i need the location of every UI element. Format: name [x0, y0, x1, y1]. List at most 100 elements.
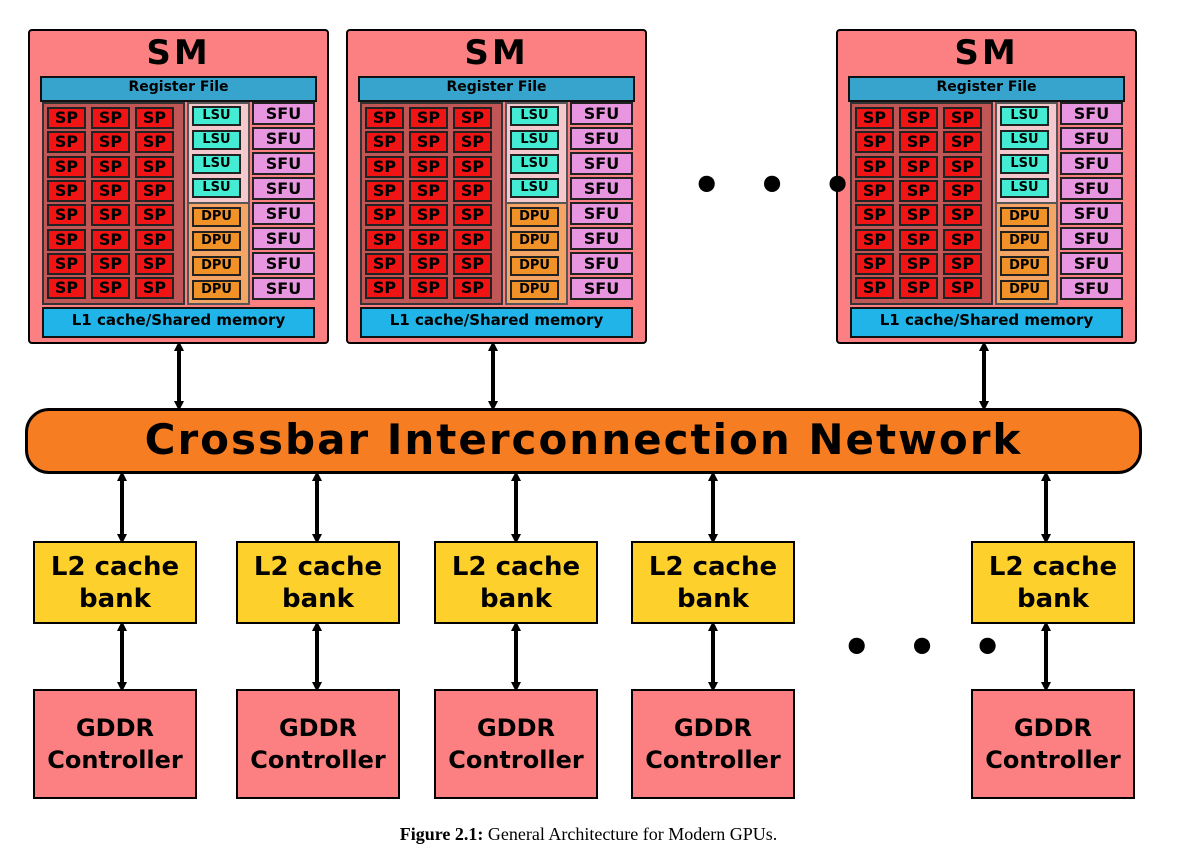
- sp-core: SP: [943, 204, 982, 227]
- sp-core: SP: [365, 179, 404, 202]
- dpu-unit: DPU: [1000, 255, 1049, 276]
- sp-core: SP: [91, 277, 130, 300]
- sp-core: SP: [943, 277, 982, 300]
- dpu-unit: DPU: [1000, 279, 1049, 300]
- sp-core: SP: [943, 252, 982, 275]
- sm-title: SM: [146, 33, 211, 73]
- sfu-unit: SFU: [1060, 102, 1123, 125]
- sfu-unit: SFU: [252, 227, 315, 250]
- memory-ellipsis: • • •: [842, 620, 1013, 674]
- sp-core: SP: [453, 155, 492, 178]
- sp-core: SP: [899, 179, 938, 202]
- sfu-unit: SFU: [252, 127, 315, 150]
- lsu-unit: LSU: [510, 130, 559, 150]
- dpu-unit: DPU: [192, 231, 241, 252]
- sp-core: SP: [899, 155, 938, 178]
- sp-core: SP: [365, 228, 404, 251]
- register-file: Register File: [358, 76, 635, 102]
- lsu-group: LSU LSU LSU LSU: [505, 102, 568, 205]
- sp-core: SP: [453, 277, 492, 300]
- sp-core: SP: [135, 228, 174, 251]
- lsu-unit: LSU: [510, 154, 559, 174]
- sp-core: SP: [409, 252, 448, 275]
- lsu-unit: LSU: [192, 130, 241, 150]
- sp-core: SP: [899, 131, 938, 154]
- sp-core: SP: [365, 131, 404, 154]
- sp-core: SP: [409, 179, 448, 202]
- sm-title: SM: [464, 33, 529, 73]
- sp-core: SP: [855, 204, 894, 227]
- lsu-unit: LSU: [510, 106, 559, 126]
- l1-cache-shared-memory: L1 cache/Shared memory: [360, 307, 633, 338]
- sp-core: SP: [135, 277, 174, 300]
- sp-core: SP: [365, 252, 404, 275]
- crossbar-network: Crossbar Interconnection Network: [25, 408, 1142, 474]
- sp-core: SP: [365, 155, 404, 178]
- sfu-unit: SFU: [570, 102, 633, 125]
- dpu-unit: DPU: [510, 255, 559, 276]
- sp-core: SP: [855, 228, 894, 251]
- sp-core: SP: [899, 204, 938, 227]
- dpu-unit: DPU: [510, 231, 559, 252]
- sp-core: SP: [943, 179, 982, 202]
- sp-core: SP: [409, 131, 448, 154]
- sfu-unit: SFU: [1060, 202, 1123, 225]
- sp-core: SP: [47, 107, 86, 129]
- dpu-unit: DPU: [1000, 207, 1049, 227]
- figure-label: Figure 2.1:: [399, 824, 484, 844]
- sp-core: SP: [135, 131, 174, 154]
- sfu-unit: SFU: [570, 177, 633, 200]
- sp-core: SP: [135, 252, 174, 275]
- sp-core: SP: [855, 155, 894, 178]
- sfu-unit: SFU: [570, 252, 633, 275]
- sp-core: SP: [855, 277, 894, 300]
- sp-core: SP: [365, 277, 404, 300]
- sp-core: SP: [453, 131, 492, 154]
- dpu-unit: DPU: [192, 279, 241, 300]
- sp-core: SP: [943, 131, 982, 154]
- sp-core: SP: [409, 228, 448, 251]
- l1-cache-shared-memory: L1 cache/Shared memory: [850, 307, 1123, 338]
- sfu-unit: SFU: [1060, 177, 1123, 200]
- dpu-unit: DPU: [510, 207, 559, 227]
- sp-core: SP: [899, 228, 938, 251]
- lsu-unit: LSU: [192, 154, 241, 174]
- sfu-unit: SFU: [1060, 127, 1123, 150]
- sfu-unit: SFU: [570, 202, 633, 225]
- sp-core: SP: [453, 107, 492, 129]
- sp-core: SP: [899, 107, 938, 129]
- sfu-unit: SFU: [252, 177, 315, 200]
- register-file: Register File: [848, 76, 1125, 102]
- lsu-unit: LSU: [510, 178, 559, 198]
- sp-core: SP: [409, 277, 448, 300]
- sfu-unit: SFU: [252, 252, 315, 275]
- sfu-unit: SFU: [570, 127, 633, 150]
- sp-core: SP: [135, 179, 174, 202]
- sp-core: SP: [365, 107, 404, 129]
- sp-core: SP: [91, 252, 130, 275]
- sm-title: SM: [954, 33, 1019, 73]
- sp-core: SP: [899, 277, 938, 300]
- sp-core: SP: [91, 107, 130, 129]
- sp-core: SP: [91, 131, 130, 154]
- lsu-unit: LSU: [1000, 130, 1049, 150]
- sfu-unit: SFU: [570, 227, 633, 250]
- sp-core: SP: [855, 252, 894, 275]
- lsu-unit: LSU: [192, 178, 241, 198]
- sp-core: SP: [47, 277, 86, 300]
- sp-core: SP: [899, 252, 938, 275]
- sp-core: SP: [91, 228, 130, 251]
